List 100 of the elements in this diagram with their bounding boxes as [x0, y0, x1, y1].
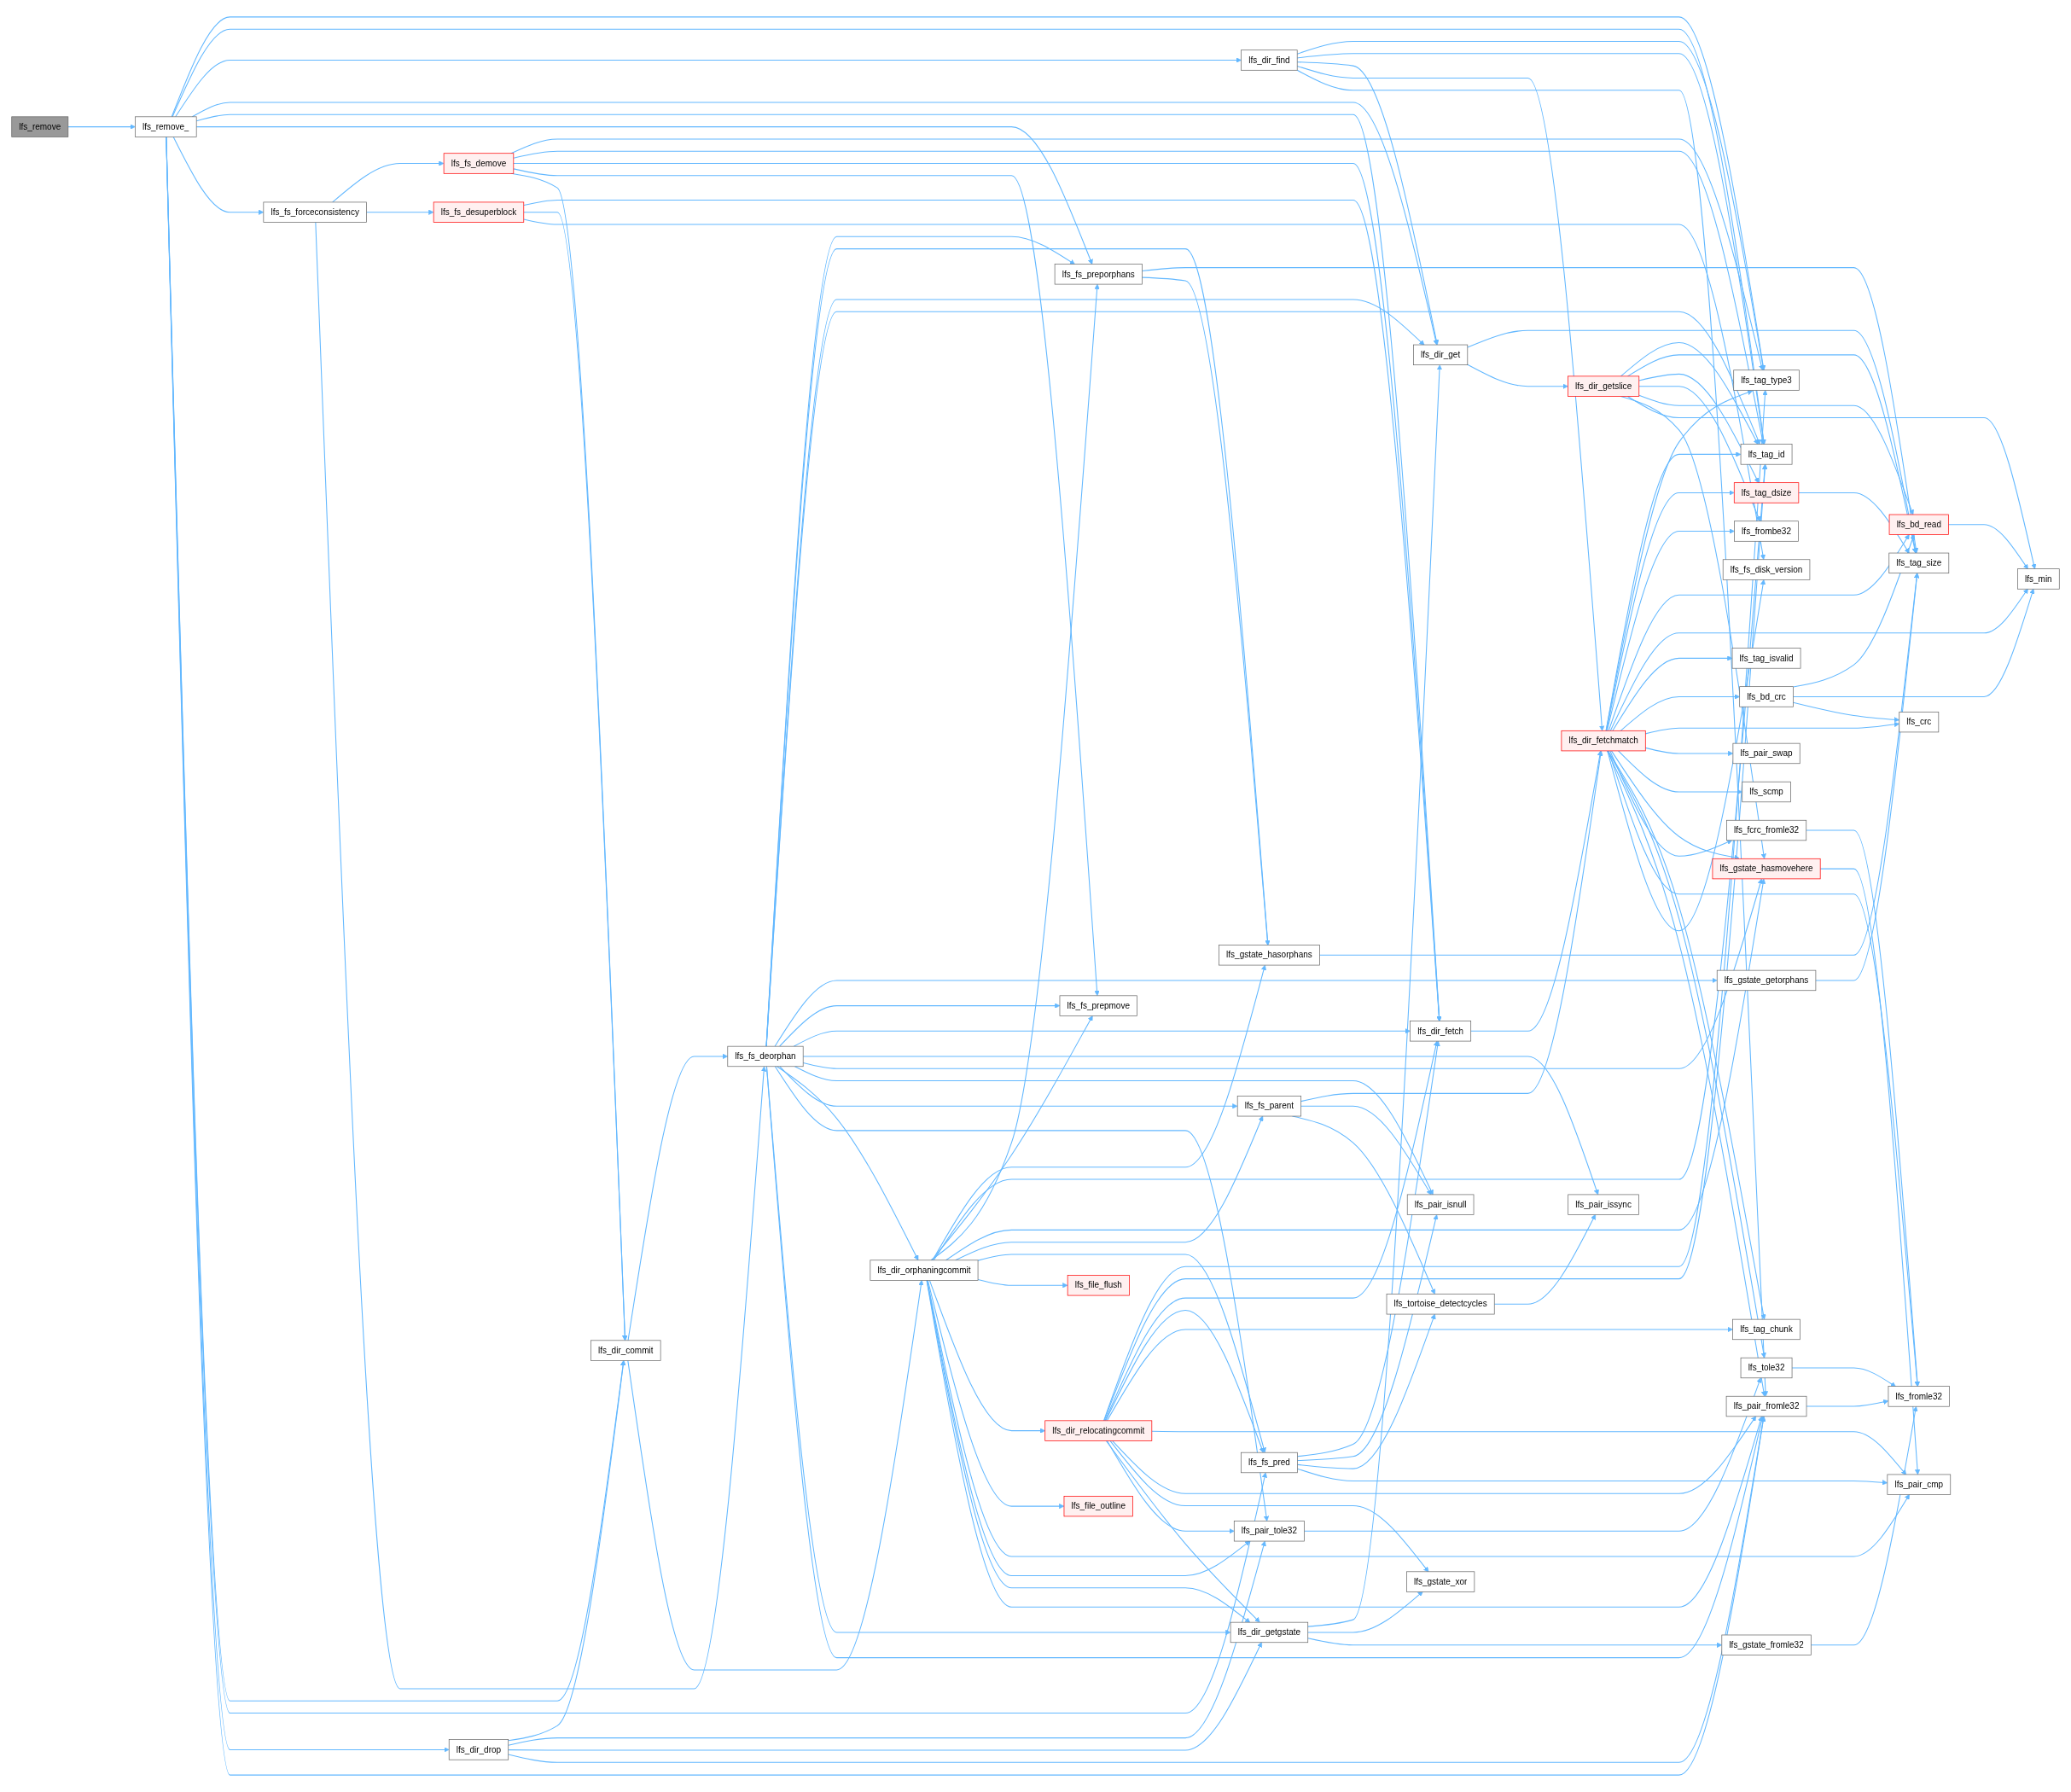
arrow [166, 136, 450, 1753]
node-box: lfs_pair_cmp [1887, 1474, 1952, 1495]
node-box: lfs_tole32 [1740, 1357, 1793, 1379]
arrow [1141, 276, 1271, 945]
arrow [765, 236, 1075, 1047]
node-box: lfs_bd_crc [1739, 686, 1794, 707]
arrow [1467, 329, 1918, 554]
arrow [1296, 1214, 1439, 1462]
node-box: lfs_crc [1899, 711, 1940, 733]
node-box: lfs_dir_commit [590, 1340, 661, 1361]
arrow [523, 218, 1766, 561]
arrow [1296, 53, 1766, 445]
arrow [332, 160, 445, 203]
arrow [195, 126, 1093, 265]
node-box: lfs_dir_fetch [1410, 1021, 1472, 1042]
arrow [1493, 1213, 1596, 1305]
arrow [977, 1278, 1068, 1289]
arrow [777, 1066, 919, 1261]
node-box: lfs_remove [11, 116, 69, 137]
arrow [166, 136, 626, 1702]
arrow [1806, 829, 1920, 1387]
arrow [1605, 451, 1742, 731]
arrow [1112, 1416, 1757, 1494]
arrow [930, 283, 1100, 1261]
arrow [1608, 750, 1920, 1387]
node-box: lfs_fs_deorphan [727, 1045, 804, 1068]
arrow [765, 248, 1271, 1047]
node-box: lfs_gstate_fromle32 [1721, 1634, 1812, 1655]
node-box: lfs_gstate_getorphans [1716, 969, 1817, 992]
node-box: lfs_dir_getgstate [1230, 1621, 1309, 1644]
node-box: lfs_fs_demove [443, 153, 515, 174]
node-box: lfs_pair_isnull [1406, 1194, 1475, 1215]
node-box: lfs_pair_tole32 [1233, 1521, 1305, 1542]
arrow [1618, 750, 1742, 795]
arrow [1792, 534, 1916, 688]
arrow [1638, 386, 1761, 522]
node-box: lfs_dir_fetchmatch [1561, 730, 1646, 752]
arrow [172, 28, 1766, 445]
arrow [1106, 1326, 1733, 1422]
node-box: lfs_tag_chunk [1732, 1318, 1800, 1341]
node-box: lfs_tag_dsize [1733, 482, 1800, 503]
arrow [931, 1015, 1093, 1261]
arrow [1608, 534, 1910, 731]
node-box: lfs_dir_find [1241, 49, 1298, 71]
arrow [955, 1115, 1264, 1261]
arrow [1620, 694, 1740, 731]
node-box: lfs_dir_getslice [1568, 375, 1640, 397]
arrow [513, 150, 1766, 445]
arrow [1605, 389, 1754, 731]
arrow [1304, 1377, 1762, 1532]
arrow [1105, 1309, 1265, 1453]
node-box: lfs_remove_ [135, 116, 197, 137]
node-box: lfs_pair_fromle32 [1725, 1395, 1807, 1417]
arrow [765, 1066, 1765, 1659]
node-box: lfs_fs_preporphans [1054, 264, 1143, 285]
arrow [1296, 40, 1766, 371]
arrow [1626, 395, 2037, 569]
arrow [1792, 588, 2035, 697]
arrow [1638, 373, 1760, 484]
arrow [1296, 61, 1440, 346]
arrow [1948, 524, 2028, 570]
arrow [926, 1279, 1763, 1608]
arrow [1606, 490, 1735, 731]
arrow [1296, 1040, 1440, 1457]
arrow [927, 1279, 1065, 1510]
arrow [1109, 1440, 1429, 1573]
node-box: lfs_fromle32 [1888, 1386, 1950, 1407]
node-box: lfs_frombe32 [1734, 521, 1799, 542]
node-box: lfs_tag_isvalid [1731, 648, 1801, 669]
arrow [1609, 588, 2028, 731]
arrow [627, 1280, 924, 1671]
node-box: lfs_gstate_hasmovehere [1712, 858, 1821, 880]
arrow [1791, 1367, 1896, 1388]
node-box: lfs_dir_relocatingcommit [1044, 1420, 1153, 1441]
node-box: lfs_file_flush [1067, 1275, 1130, 1296]
node-box: lfs_tag_type3 [1733, 369, 1800, 391]
arrow [513, 168, 1100, 997]
arrow [508, 1416, 1766, 1763]
node-box: lfs_dir_get [1413, 344, 1469, 366]
node-box: lfs_fs_parent [1236, 1096, 1301, 1117]
arrow [1296, 1313, 1436, 1469]
arrow [1612, 655, 1733, 731]
arrow [1307, 1638, 1723, 1648]
arrow [1819, 868, 1921, 1475]
arrow [1467, 364, 1568, 389]
arrow [1626, 354, 1917, 554]
arrow [1644, 721, 1899, 735]
arrow [794, 1066, 1434, 1196]
arrow [510, 138, 1765, 371]
arrow [1606, 528, 1735, 731]
arrow [172, 136, 265, 215]
arrow [779, 1066, 1238, 1109]
node-box: lfs_pair_issync [1568, 1194, 1639, 1215]
arrow [793, 1028, 1411, 1047]
node-box: lfs_bd_read [1888, 514, 1949, 535]
arrow [1307, 364, 1443, 1627]
arrow [1318, 573, 1920, 956]
arrow [1798, 492, 1910, 554]
arrow [779, 1003, 1061, 1047]
arrow [774, 1066, 1270, 1521]
